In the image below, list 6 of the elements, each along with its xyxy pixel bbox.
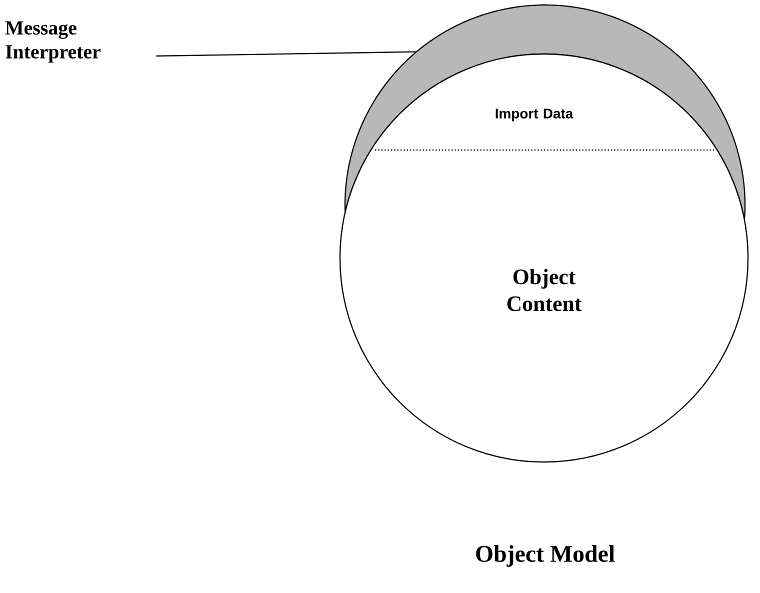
leader-line (156, 51, 416, 57)
caption: Object Model (476, 545, 615, 567)
content-label: Object Content (507, 268, 582, 312)
shaded-crescent (344, 4, 746, 221)
label-text: Message Interpreter (5, 21, 100, 63)
section-label: Import Data (496, 108, 574, 122)
